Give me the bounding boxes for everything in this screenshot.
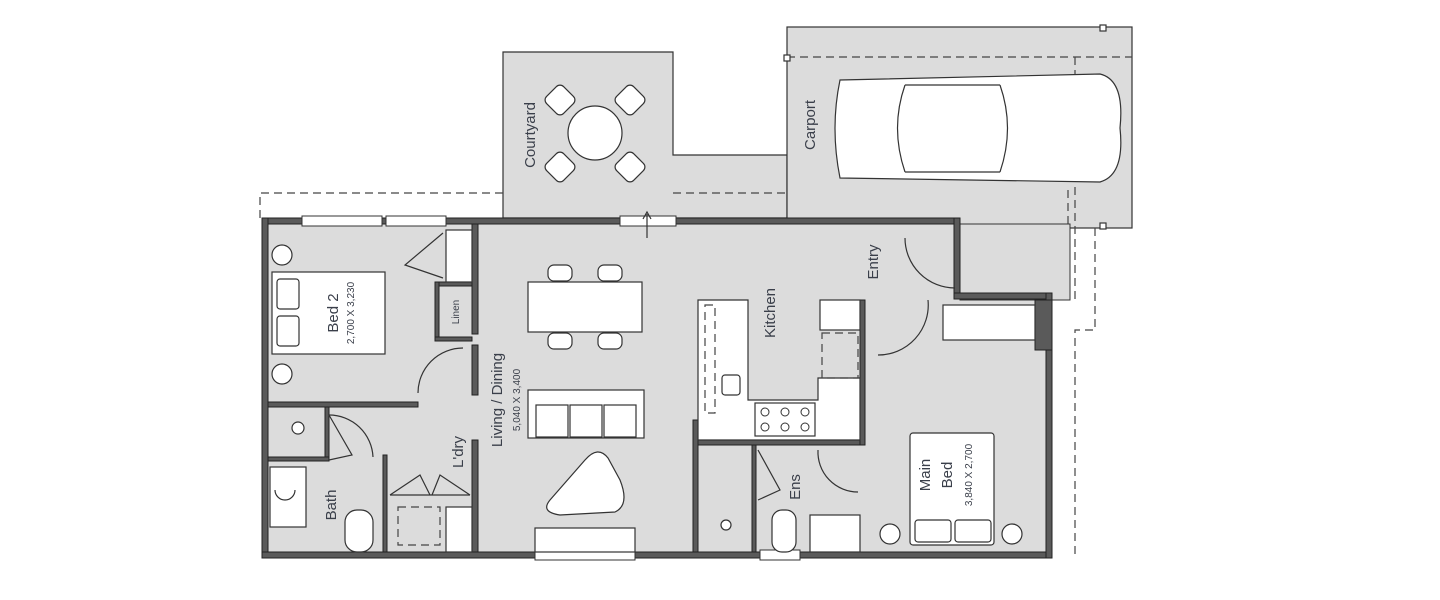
label-main-bed-size: 3,840 X 2,700 <box>964 443 975 506</box>
label-living-dining: Living / Dining <box>489 353 506 447</box>
site-boundary <box>259 192 1096 558</box>
label-bed-2-size: 2,700 X 3,230 <box>346 281 357 344</box>
label-living-size: 5,040 X 3,400 <box>512 368 523 431</box>
dining-set <box>527 264 643 350</box>
label-ensuite: Ens <box>787 474 804 500</box>
label-carport: Carport <box>802 99 819 150</box>
tv-unit <box>534 527 636 553</box>
label-bed-2: Bed 2 <box>325 293 342 332</box>
coffee-table <box>546 451 625 516</box>
exterior-walls <box>261 215 1053 561</box>
wardrobe <box>403 229 473 283</box>
bath-fixtures <box>269 414 374 553</box>
main-bed-furniture <box>879 304 1036 546</box>
label-bath: Bath <box>323 490 340 521</box>
entry-door <box>877 237 956 356</box>
car <box>834 73 1122 183</box>
laundry-fixtures <box>389 347 473 553</box>
label-linen: Linen <box>451 300 462 324</box>
sofa <box>527 389 645 439</box>
label-laundry: L'dry <box>450 435 467 468</box>
label-entry: Entry <box>865 244 882 280</box>
interior-walls <box>267 223 1053 553</box>
entry-arrow-icon <box>642 210 652 238</box>
bed-2-furniture <box>271 244 386 385</box>
ensuite-fixtures <box>720 449 861 553</box>
label-courtyard: Courtyard <box>522 102 539 168</box>
courtyard-table <box>544 84 646 183</box>
kitchen-fixtures <box>697 299 861 441</box>
label-kitchen: Kitchen <box>762 288 779 338</box>
label-main-bed-2: Bed <box>939 462 956 489</box>
label-main-bed: Main <box>917 459 934 492</box>
